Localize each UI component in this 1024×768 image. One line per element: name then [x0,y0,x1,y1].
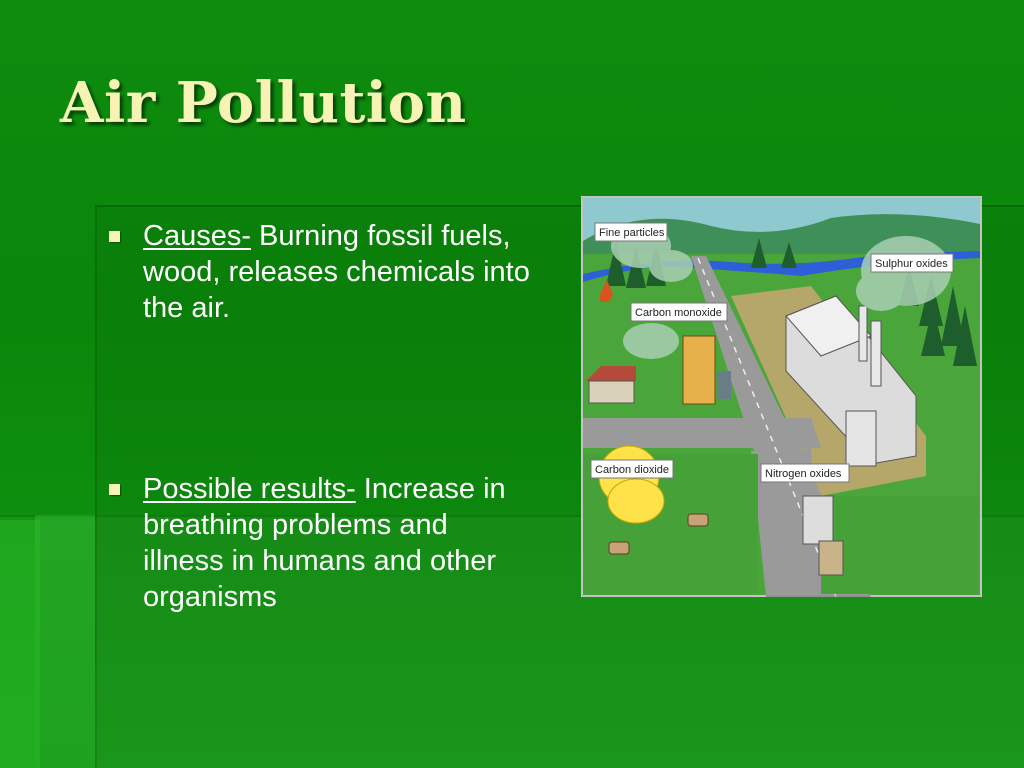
bullet-heading: Possible results- [143,473,356,505]
frame-border [581,196,982,597]
background-band [35,515,95,768]
fire [599,280,613,302]
label-carbon-monoxide: Carbon monoxide [630,302,728,322]
bullet-text: Increase in breathing problems and illne… [143,473,506,613]
bullet-results: Possible results- Increase in breathing … [105,471,535,615]
bullet-list: Causes- Burning fossil fuels, wood, rele… [105,218,535,615]
square-bullet-icon [109,484,120,495]
car [717,371,731,399]
label-nitrogen-oxides: Nitrogen oxides [760,463,850,483]
bullet-causes: Causes- Burning fossil fuels, wood, rele… [105,218,535,326]
cows [608,513,709,555]
label-sulphur-oxides: Sulphur oxides [870,253,954,273]
bus [682,335,716,405]
label-text: Carbon monoxide [635,307,722,319]
road-horizontal [583,418,821,448]
pollution-illustration: Fine particles Sulphur oxides Carbon mon… [581,196,982,597]
road-lower [751,448,816,597]
background-band [0,520,40,768]
label-text: Carbon dioxide [595,464,669,476]
pollution-scene: Fine particles Sulphur oxides Carbon mon… [581,196,982,597]
slide-title: Air Pollution [60,70,467,136]
label-carbon-dioxide: Carbon dioxide [590,459,674,479]
square-bullet-icon [109,231,120,242]
factory [785,295,917,467]
truck [802,495,844,576]
bullet-heading: Causes- [143,220,251,252]
bullet-text: Burning fossil fuels, wood, releases che… [143,220,530,324]
label-fine-particles: Fine particles [594,222,668,242]
house [586,366,636,404]
label-text: Fine particles [599,227,665,239]
label-text: Nitrogen oxides [765,468,842,480]
label-text: Sulphur oxides [875,258,948,270]
field [821,496,979,594]
